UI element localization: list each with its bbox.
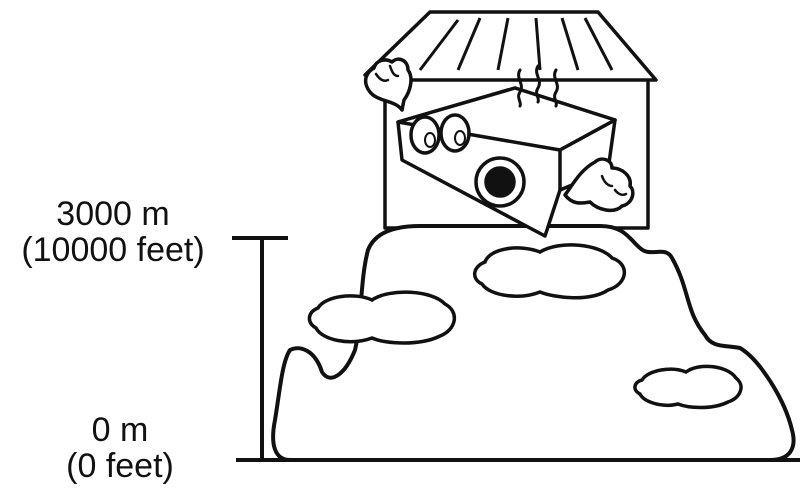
lens-icon	[484, 166, 516, 198]
top-altitude-meters: 3000 m	[56, 195, 170, 233]
right-hand-icon	[563, 157, 635, 213]
cloud-left	[307, 290, 456, 345]
projector-icon	[363, 57, 635, 238]
right-eye-icon	[439, 113, 471, 153]
heat-waves-icon	[517, 64, 559, 108]
cloud-right	[633, 364, 743, 410]
roof-lines	[418, 17, 614, 71]
bottom-altitude-feet: (0 feet)	[66, 447, 174, 485]
bottom-altitude-label: 0 m (0 feet)	[40, 412, 200, 484]
top-altitude-feet: (10000 feet)	[21, 231, 205, 269]
top-altitude-label: 3000 m (10000 feet)	[0, 196, 226, 268]
bottom-altitude-meters: 0 m	[91, 411, 149, 449]
clouds	[307, 243, 743, 410]
left-eye-icon	[409, 115, 441, 155]
cloud-top	[473, 243, 626, 300]
left-hand-icon	[363, 57, 413, 112]
